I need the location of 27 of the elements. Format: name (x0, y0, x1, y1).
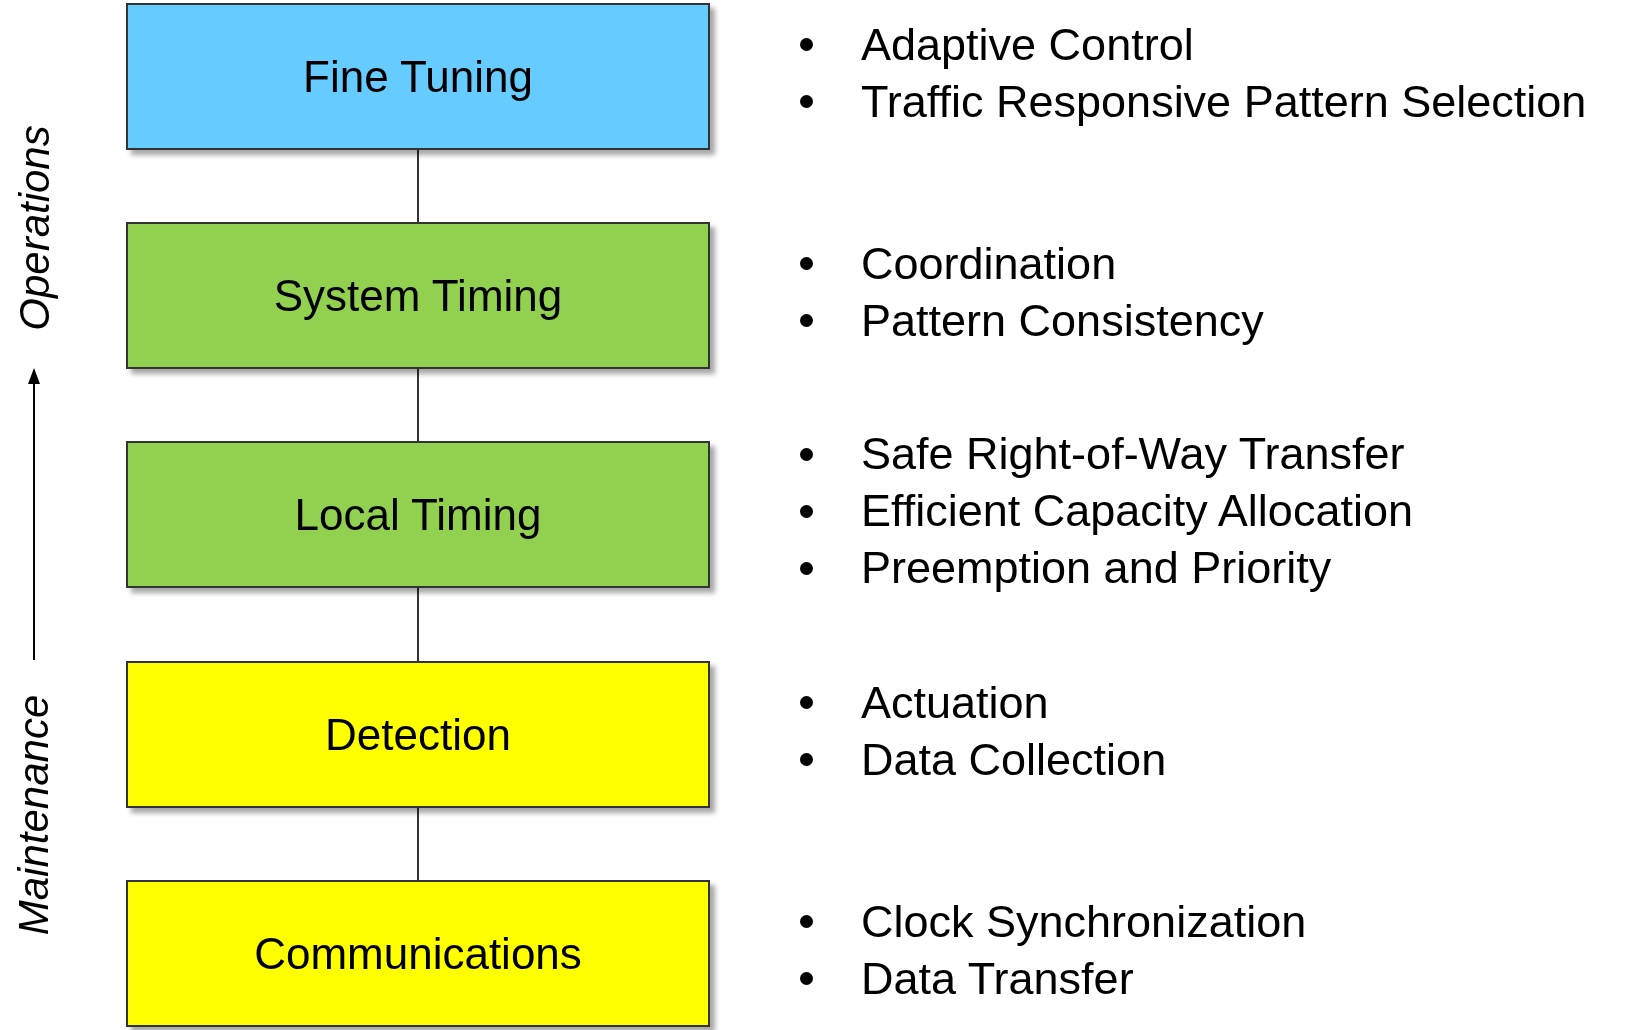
box-label: System Timing (273, 270, 563, 321)
box-label: Communications (254, 928, 582, 979)
process-box (126, 661, 710, 808)
bullet-text: Adaptive Control (861, 20, 1194, 69)
axis-label: Operations (10, 125, 59, 331)
box-label: Fine Tuning (303, 51, 533, 102)
process-box (126, 441, 710, 588)
bullet-text: Actuation (861, 678, 1049, 727)
box-label: Detection (325, 709, 511, 760)
bullet-text: Clock Synchronization (861, 897, 1307, 946)
process-box (126, 880, 710, 1027)
process-box (126, 222, 710, 369)
bullet-text: Safe Right-of-Way Transfer (861, 430, 1405, 478)
bullet-text: Traffic Responsive Pattern Selection (861, 77, 1587, 126)
process-box (126, 3, 710, 150)
bullet-text: Data Collection (861, 735, 1167, 784)
bullet-text: Coordination (861, 239, 1117, 288)
connector-line (417, 807, 419, 881)
connector-line (417, 368, 419, 442)
bullet-text: Pattern Consistency (861, 296, 1264, 345)
bullet-text: Efficient Capacity Allocation (861, 487, 1413, 535)
box-label: Local Timing (294, 489, 542, 540)
axis-label: Maintenance (9, 694, 58, 936)
bullet-text: Preemption and Priority (861, 544, 1332, 592)
connector-line (417, 587, 419, 662)
bullet-text: Data Transfer (861, 954, 1134, 1003)
connector-line (417, 149, 419, 223)
